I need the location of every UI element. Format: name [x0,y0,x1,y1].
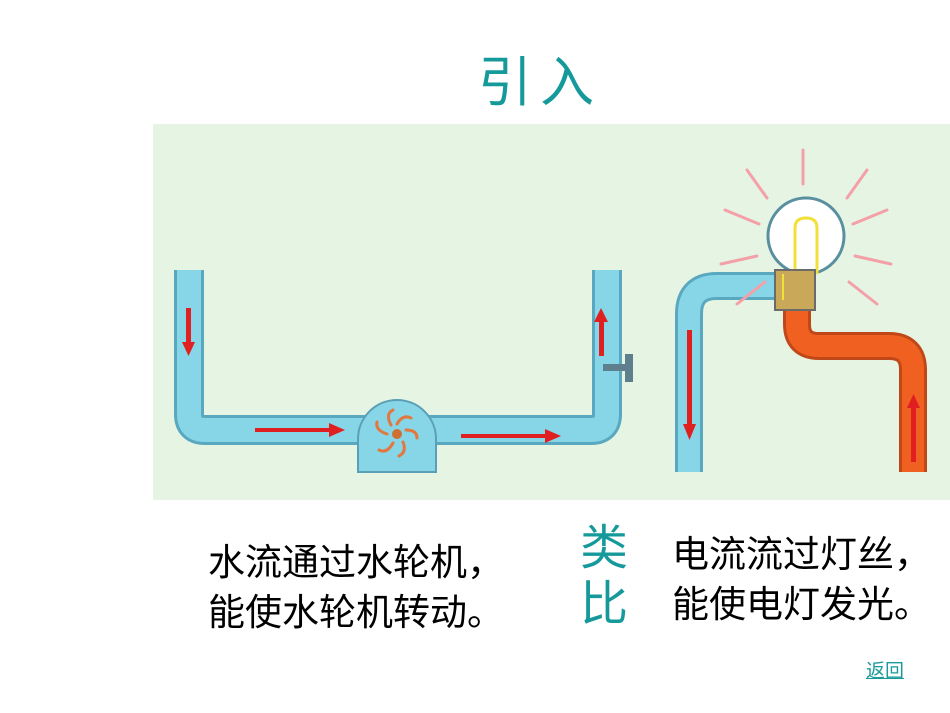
red-wire [783,308,927,472]
page-title: 引入 [478,51,602,114]
back-link[interactable]: 返回 [866,660,905,682]
water-caption-line-1: 水流通过水轮机， [208,541,504,584]
blue-wire [675,272,783,472]
analogy-char-1: 类 [579,520,628,576]
current-flow-arrows [683,330,920,462]
water-caption-line-2: 能使水轮机转动。 [208,591,504,634]
electric-caption-line-2: 能使电灯发光。 [672,583,931,626]
electric-caption-line-1: 电流流过灯丝， [672,533,931,576]
water-caption: 水流通过水轮机， 能使水轮机转动。 [208,538,504,638]
electric-caption: 电流流过灯丝， 能使电灯发光。 [672,530,931,630]
water-turbine [357,399,437,473]
analogy-diagram [174,148,927,473]
analogy-label: 类 比 [574,520,634,632]
analogy-char-2: 比 [579,576,628,632]
analogy-diagram-panel [153,124,950,500]
light-bulb [766,196,846,311]
water-circuit [174,270,633,473]
bulb-glow-rays [719,148,893,306]
valve [603,364,627,371]
water-flow-arrows [182,308,608,443]
electric-circuit [675,148,927,472]
